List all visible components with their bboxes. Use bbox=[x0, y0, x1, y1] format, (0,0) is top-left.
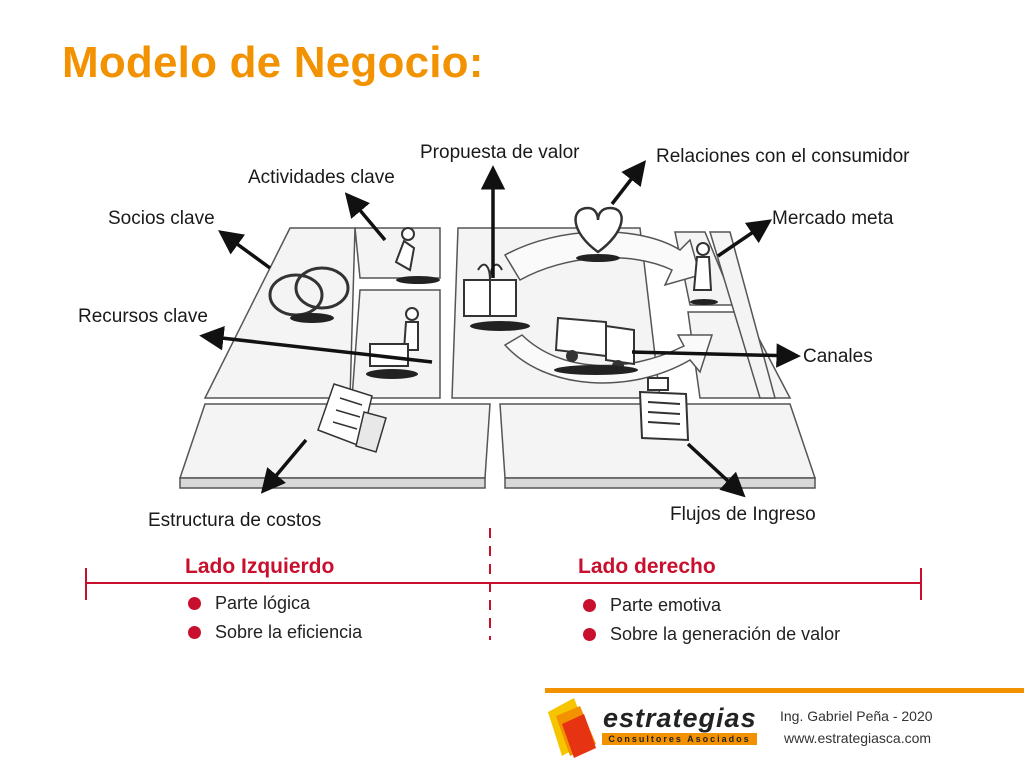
worker-icon bbox=[394, 227, 440, 284]
label-propuesta-de-valor: Propuesta de valor bbox=[420, 142, 580, 163]
left-item-1-text: Parte lógica bbox=[215, 593, 311, 613]
customer-icon bbox=[690, 242, 718, 305]
label-mercado-meta: Mercado meta bbox=[772, 208, 894, 229]
right-item-1: Parte emotiva bbox=[583, 595, 721, 616]
label-recursos-clave: Recursos clave bbox=[78, 306, 208, 327]
label-canales: Canales bbox=[803, 346, 873, 367]
rings-icon bbox=[268, 266, 350, 323]
right-side-title: Lado derecho bbox=[578, 555, 716, 578]
label-flujos-de-ingreso: Flujos de Ingreso bbox=[670, 504, 816, 525]
bullet-dot bbox=[583, 628, 596, 641]
bullet-dot bbox=[188, 597, 201, 610]
gift-box-icon bbox=[463, 263, 530, 331]
page-title: Modelo de Negocio: bbox=[62, 38, 484, 87]
heart-icon bbox=[574, 206, 623, 262]
label-relaciones: Relaciones con el consumidor bbox=[656, 146, 910, 167]
author-credit: Ing. Gabriel Peña - 2020 bbox=[780, 708, 933, 724]
right-item-1-text: Parte emotiva bbox=[610, 595, 722, 615]
left-item-1: Parte lógica bbox=[188, 593, 310, 614]
pointer-arrows bbox=[199, 160, 801, 498]
bullet-dot bbox=[583, 599, 596, 612]
document-icon bbox=[317, 383, 387, 453]
website-url[interactable]: www.estrategiasca.com bbox=[784, 730, 932, 746]
estrategias-logo-icon bbox=[548, 698, 596, 758]
left-item-2-text: Sobre la eficiencia bbox=[215, 622, 363, 642]
footer-accent-line bbox=[545, 688, 1024, 693]
label-actividades-clave: Actividades clave bbox=[248, 167, 395, 188]
label-estructura-de-costos: Estructura de costos bbox=[148, 510, 321, 531]
left-item-2: Sobre la eficiencia bbox=[188, 622, 362, 643]
right-item-2-text: Sobre la generación de valor bbox=[610, 624, 841, 644]
right-item-2: Sobre la generación de valor bbox=[583, 624, 840, 645]
sides-divider bbox=[85, 528, 922, 640]
worker-icon-2 bbox=[366, 307, 419, 379]
bullet-dot bbox=[188, 626, 201, 639]
cash-register-icon bbox=[638, 377, 690, 442]
left-side-title: Lado Izquierdo bbox=[185, 555, 335, 578]
label-socios-clave: Socios clave bbox=[108, 208, 215, 229]
brand-subtitle: Consultores Asociados bbox=[602, 733, 757, 745]
truck-icon bbox=[554, 316, 638, 375]
brand-name: estrategias bbox=[603, 703, 757, 733]
